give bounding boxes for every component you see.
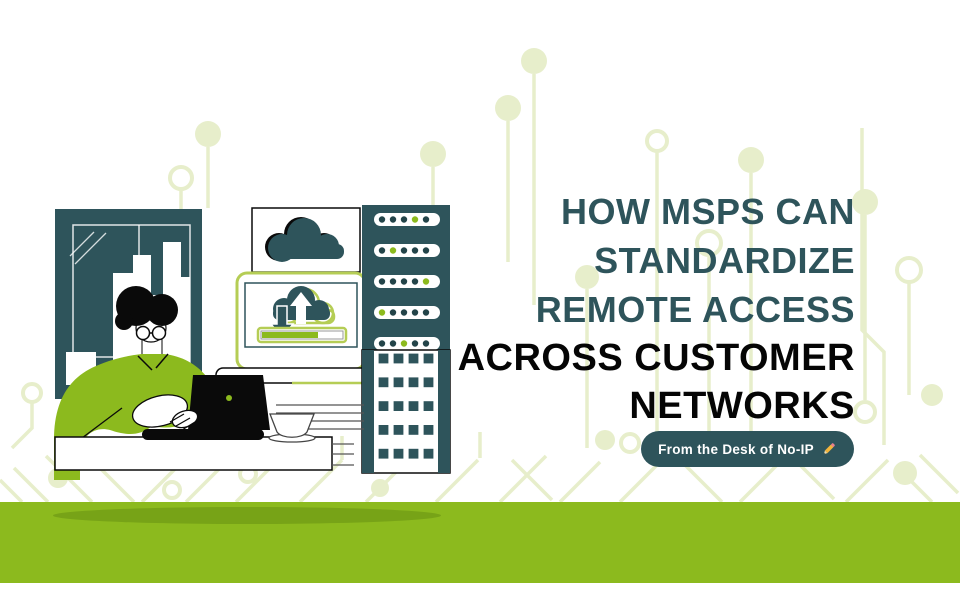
progress-fill: [262, 332, 318, 338]
headline-line-5: NETWORKS: [629, 385, 855, 427]
headline-line-1: HOW MSPS CAN: [561, 191, 855, 232]
green-band: [0, 502, 960, 583]
pencil-icon: [823, 443, 835, 455]
laptop: [142, 375, 270, 440]
monitor: [215, 271, 387, 385]
byline-badge-label: From the Desk of No-IP: [658, 441, 814, 457]
byline-badge[interactable]: From the Desk of No-IP: [641, 431, 854, 467]
laptop-logo-dot: [226, 395, 232, 401]
headline-line-3: REMOTE ACCESS: [535, 289, 855, 330]
glass-reflection-lines: [69, 231, 107, 265]
glasses-icon: [135, 325, 167, 341]
server-vent-rows: [377, 352, 435, 460]
laptop-base: [142, 429, 264, 440]
person-hair: [115, 286, 178, 330]
progress-bar: [256, 326, 348, 344]
headline-line-2: STANDARDIZE: [594, 240, 855, 281]
headline: HOW MSPS CAN STANDARDIZE REMOTE ACCESS A…: [458, 187, 855, 430]
band-shadow-ellipse: [53, 507, 441, 524]
upload-arrow-icon: [290, 292, 312, 324]
circuit-nodes: [21, 48, 943, 500]
coffee-cup: [268, 413, 316, 443]
headline-line-4: ACROSS CUSTOMER: [457, 337, 855, 379]
cloud-icon: [265, 217, 344, 262]
collar-lines: [137, 353, 169, 371]
hands: [131, 394, 199, 431]
desk-side-lines: [332, 443, 354, 466]
illustration-person-servers: [54, 205, 451, 480]
server-led-rows: [374, 213, 440, 350]
server-rack-top: [362, 205, 450, 350]
sleeve-line: [81, 407, 123, 439]
cloud-card: [251, 207, 361, 273]
laptop-screen: [188, 375, 270, 430]
server-rack-bottom: [361, 349, 451, 474]
